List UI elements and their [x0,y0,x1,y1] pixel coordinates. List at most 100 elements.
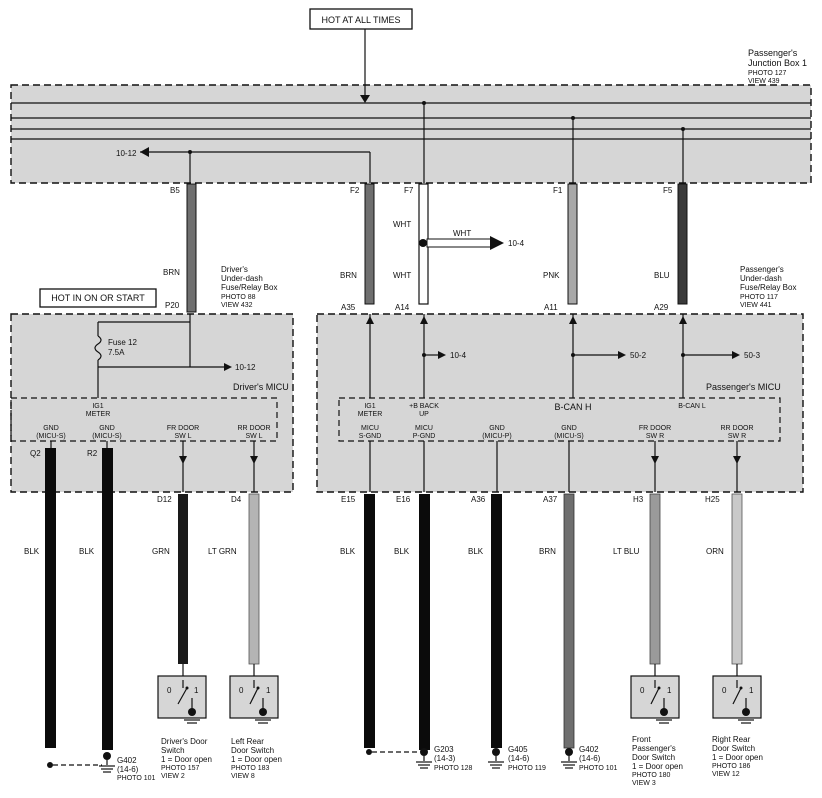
connector-f2: F2 [350,186,360,195]
wire-blk-r2 [102,448,113,750]
pin-fr-door-r: FR DOOR [639,425,671,432]
arrow-a11 [569,316,577,324]
wire-label-blk-r2: BLK [79,547,95,556]
ground-photo: PHOTO 119 [508,765,546,772]
wire-label-blk-e16: BLK [394,547,410,556]
pin-arrow [733,456,741,464]
switch-name-1: Left Rear [231,737,264,746]
pin-gnd-micu-p-sub: (MICU-P) [482,433,512,440]
switch-photo: PHOTO 186 [712,763,750,770]
switch-lever-icon [177,687,188,705]
drivers-micu-pins [10,397,278,442]
switch-contact-1: 1 [749,686,754,695]
ground-id: G203 [434,745,454,754]
pin-rr-door-l: RR DOOR [237,425,270,432]
ground-g203: G203 (14-3) PHOTO 128 [366,745,472,772]
switch-pivot-icon [185,686,189,690]
pin-p-gnd: MICU [415,425,433,432]
passengers-micu-label: Passenger's MICU [706,382,781,392]
wire-label-brn-a37: BRN [539,547,556,556]
connector-p20: P20 [165,301,180,310]
connector-h3: H3 [633,495,644,504]
pin-rr-door-l-sub: SW L [245,433,262,440]
pin-gnd-q2-sub: (MICU-S) [36,433,66,440]
ref-10-4-top: 10-4 [508,239,525,248]
pjb-label-1: Passenger's [748,48,798,58]
drivers-micu: Driver's MICU Fuse 12 7.5A 10-12 IG1 MET… [10,313,294,493]
connector-e15: E15 [341,495,356,504]
ground-g402-left: G402 (14-6) PHOTO 101 [47,752,155,782]
wire-brn-b5 [186,183,197,313]
connector-h25: H25 [705,495,720,504]
wire-label-blk-a36: BLK [468,547,484,556]
pjb-label-3: PHOTO 127 [748,70,786,77]
ground-dot [103,752,111,760]
pin-rr-door-r-sub: SW R [728,433,746,440]
passenger-fuse-box-4: PHOTO 117 [740,294,778,301]
switch-state: 1 = Door open [161,755,212,764]
switch-state: 1 = Door open [712,753,763,762]
wire-blu-f5 [677,183,688,305]
switch-state: 1 = Door open [231,755,282,764]
ground-loc: (14-6) [579,754,601,763]
wire-wht-branch [426,238,492,248]
switch-name-2: Passenger's [632,744,676,753]
switch-name-1: Driver's Door [161,737,208,746]
wire-label-ltblu-h3: LT BLU [613,547,640,556]
wire-ltgrn-d4 [248,493,260,665]
grounds: G402 (14-6) PHOTO 101 G203 (14-3) PHOTO … [47,745,617,782]
connector-a14: A14 [395,303,410,312]
switch-name-2: Door Switch [712,744,755,753]
switch-contact-0: 0 [167,686,172,695]
switch-name-2: Door Switch [231,746,274,755]
pin-b-can-l: B-CAN L [678,403,706,410]
hot-in-on-label: HOT IN ON OR START [51,293,145,303]
passenger-fuse-box-5: VIEW 441 [740,302,772,309]
pin-s-gnd: MICU [361,425,379,432]
switch-pivot-icon [739,686,743,690]
drivers-micu-label: Driver's MICU [233,382,289,392]
switch-name-2: Switch [161,746,185,755]
junction-dot [422,353,426,357]
arrow-10-12 [140,147,149,157]
pin-arrow [179,456,187,464]
pin-fr-door-l-sub: SW L [174,433,191,440]
switch-lever-icon [249,687,259,705]
ground-dot [660,708,668,716]
drivers-door-switch: 0 1 Driver's Door Switch 1 = Door open P… [157,664,212,780]
switch-contact-1: 1 [667,686,672,695]
connector-q2: Q2 [30,449,41,458]
ground-id: G402 [117,756,137,765]
pin-arrow [250,456,258,464]
left-rear-door-switch: 0 1 Left Rear Door Switch 1 = Door open … [229,664,282,780]
ref-50-3: 50-3 [744,351,761,360]
wire-blk-e16 [419,494,430,750]
mid-connectors: P20 A35 A14 A11 A29 [165,301,669,312]
connector-d4: D4 [231,495,242,504]
switch-contact-0: 0 [722,686,727,695]
wire-label-blk-e15: BLK [340,547,356,556]
switch-lever-icon [732,687,742,705]
top-connectors: B5 F2 F7 F1 F5 [170,186,673,195]
ground-loc: (14-3) [434,754,456,763]
wire-blk-a36 [491,494,502,748]
ref-10-12-top: 10-12 [116,149,137,158]
driver-fuse-box-1: Driver's [221,265,248,274]
connector-a11: A11 [544,303,558,312]
pin-b-can-h: B-CAN H [554,402,591,412]
switch-contact-0: 0 [640,686,645,695]
ground-photo: PHOTO 101 [579,765,617,772]
switch-name-1: Right Rear [712,735,751,744]
wire-label-wht-f7-low: WHT [393,271,411,280]
switch-view: VIEW 2 [161,773,185,780]
pjb-label-2: Junction Box 1 [748,58,807,68]
pin-ig1-sub: METER [86,411,111,418]
pin-fr-door-r-sub: SW R [646,433,664,440]
driver-fuse-box-5: VIEW 432 [221,302,253,309]
connector-b5: B5 [170,186,180,195]
pin-ig1: IG1 [92,403,103,410]
arrow-a14 [420,316,428,324]
wire-ltblu-h3 [649,493,661,665]
pin-gnd-micu-s: GND [561,425,577,432]
connector-a36: A36 [471,495,486,504]
